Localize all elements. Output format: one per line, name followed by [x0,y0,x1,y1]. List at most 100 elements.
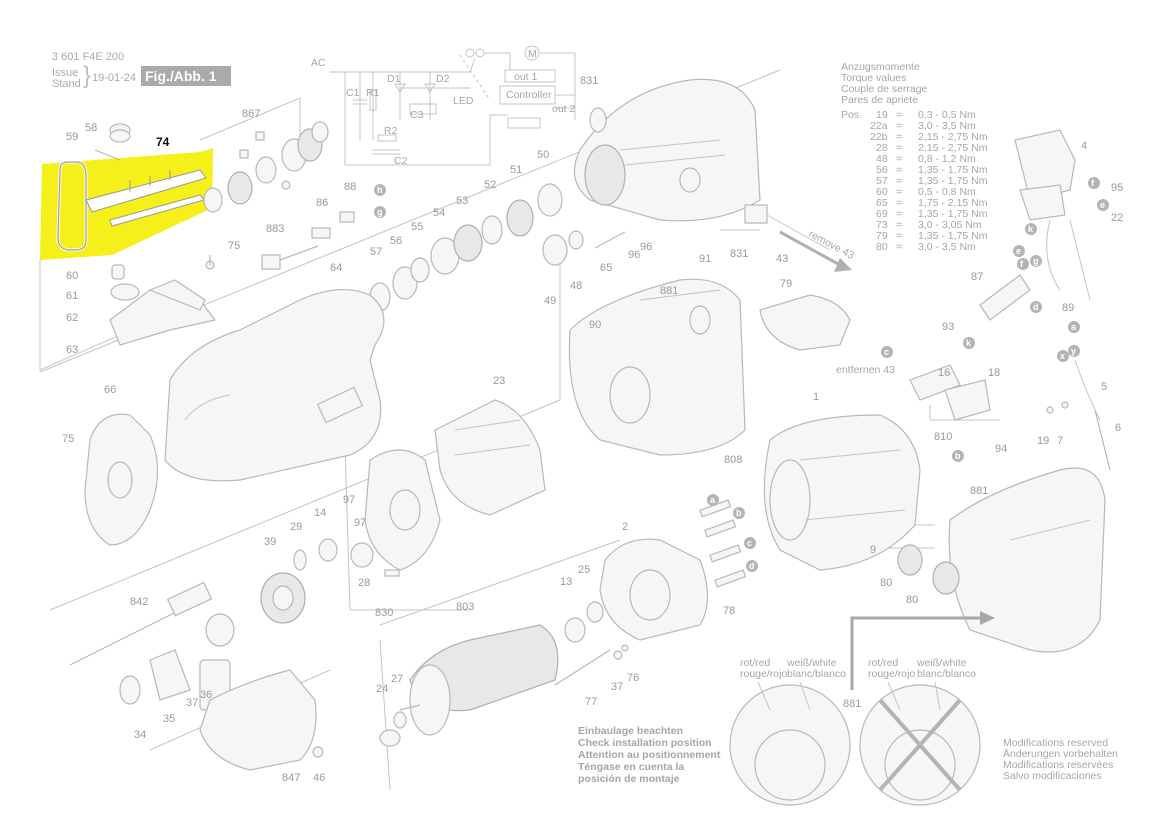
torque-pos: 56 [876,164,888,176]
svg-text:96: 96 [628,249,640,261]
torque-pos: 65 [876,197,888,209]
circuit-labels: AC C1 R1 D1 D2 LED C3 R2 C2 M out 1 Cont… [311,48,576,167]
svg-text:36: 36 [200,689,212,701]
torque-eq: = [896,219,902,231]
svg-text:93: 93 [942,321,954,333]
torque-eq: = [896,175,902,187]
svg-text:D1: D1 [387,73,401,85]
torque-pos: 60 [876,186,888,198]
svg-text:19: 19 [1037,435,1049,447]
part-74-highlight[interactable] [40,148,213,260]
svg-text:89: 89 [1062,302,1074,314]
svg-text:49: 49 [544,295,556,307]
svg-text:86: 86 [316,197,328,209]
torque-pos: 57 [876,175,888,187]
svg-text:64: 64 [330,262,342,274]
torque-pos: 69 [876,208,888,220]
torque-pos: 80 [876,241,888,253]
torque-value: 1,35 - 1,75 Nm [918,230,988,242]
svg-text:35: 35 [163,713,175,725]
torque-eq: = [896,208,902,220]
parts-top-left [94,123,217,346]
svg-text:R1: R1 [366,87,380,99]
svg-text:28: 28 [358,577,370,589]
svg-text:6: 6 [1115,422,1121,434]
svg-text:AC: AC [311,57,326,69]
torque-pos: 79 [876,230,888,242]
torque-value: 3,0 - 3,5 Nm [918,120,976,132]
svg-text:Salvo modificaciones: Salvo modificaciones [1003,770,1102,782]
svg-text:37: 37 [186,697,198,709]
torque-eq: = [896,241,902,253]
svg-text:4: 4 [1081,140,1087,152]
svg-text:g: g [377,207,383,217]
svg-text:Téngase en cuenta la: Téngase en cuenta la [578,761,684,773]
torque-value: 0,5 - 0,8 Nm [918,186,976,198]
svg-text:23: 23 [493,375,505,387]
svg-text:16: 16 [938,367,950,379]
switch-assembly [909,129,1111,471]
svg-text:f: f [1091,178,1095,188]
svg-text:43: 43 [776,253,788,265]
svg-text:881: 881 [660,285,678,297]
svg-text:61: 61 [66,290,78,302]
svg-text:830: 830 [375,607,393,619]
torque-pos: 73 [876,219,888,231]
svg-text:a: a [1071,322,1077,332]
svg-text:Pos.: Pos. [841,109,862,121]
svg-text:66: 66 [104,384,116,396]
svg-text:C1: C1 [346,87,360,99]
svg-text:out 1: out 1 [514,71,538,83]
parts-867 [203,121,329,213]
svg-text:96: 96 [640,241,652,253]
svg-text:78: 78 [723,605,735,617]
svg-text:g: g [1033,256,1039,266]
torque-eq: = [896,142,902,154]
svg-text:14: 14 [314,507,326,519]
svg-text:Attention au positionnement: Attention au positionnement [578,749,721,761]
svg-text:9: 9 [870,544,876,556]
issue-date: 19-01-24 [92,72,137,84]
svg-text:rot/red: rot/red [868,657,899,669]
svg-text:52: 52 [484,179,496,191]
svg-text:Änderungen vorbehalten: Änderungen vorbehalten [1003,748,1118,760]
part-number-labels: 867 59 58 74 60 61 62 63 75 883 86 88 57… [62,75,1123,784]
torque-value: 1,35 - 1,75 Nm [918,164,988,176]
svg-text:blanc/blanco: blanc/blanco [917,668,976,680]
torque-eq: = [896,186,902,198]
brace: } [83,62,92,89]
svg-text:51: 51 [510,164,522,176]
svg-text:65: 65 [600,262,612,274]
svg-text:weiß/white: weiß/white [786,657,837,669]
issue-label: Issue [52,67,79,79]
torque-table: Anzugsmomente Torque values Couple de se… [841,61,988,253]
gear-plate-830 [293,449,441,577]
torque-value: 1,35 - 1,75 Nm [918,175,988,187]
svg-text:b: b [955,451,961,461]
ring-row [261,183,626,312]
svg-text:53: 53 [456,195,468,207]
svg-text:d: d [1033,302,1039,312]
svg-text:rouge/rojo: rouge/rojo [868,668,915,680]
svg-text:59: 59 [66,131,78,143]
svg-text:a: a [710,495,716,505]
svg-text:c: c [747,538,752,548]
svg-text:75: 75 [228,240,240,252]
torque-eq: = [896,230,902,242]
svg-text:b: b [736,508,742,518]
svg-text:LED: LED [453,95,474,107]
svg-text:Anzugsmomente: Anzugsmomente [841,61,920,73]
motor-housing-1 [763,414,921,571]
svg-text:62: 62 [66,312,78,324]
svg-text:25: 25 [578,564,590,576]
svg-text:Pares de apriete: Pares de apriete [841,94,918,106]
svg-text:79: 79 [780,278,792,290]
svg-text:76: 76 [627,672,639,684]
svg-text:y: y [1071,346,1076,356]
svg-text:57: 57 [370,246,382,258]
torque-pos: 19 [876,109,888,121]
svg-text:rouge/rojo: rouge/rojo [740,668,787,680]
torque-pos: 22a [870,120,888,132]
svg-text:60: 60 [66,270,78,282]
